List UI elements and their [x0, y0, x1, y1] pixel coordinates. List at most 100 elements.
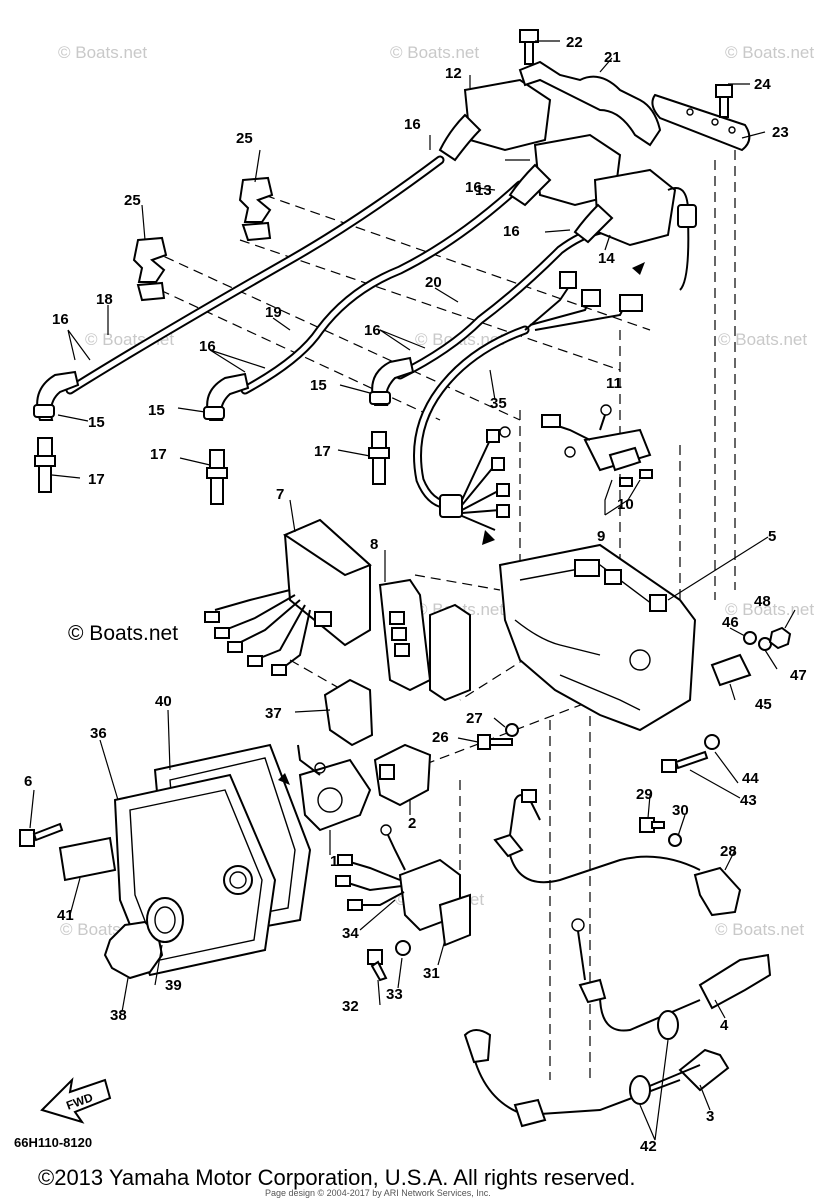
watermark-logo: © Boats.net: [68, 622, 178, 645]
electrical-box-5: [498, 543, 697, 732]
bracket-31: [438, 893, 471, 947]
washer-47: [758, 637, 772, 651]
callout-32: 32: [342, 998, 359, 1015]
washer-46: [743, 631, 757, 645]
callout-25b: 25: [124, 192, 141, 209]
watermark: © Boats.net: [718, 330, 807, 349]
callout-47: 47: [790, 667, 807, 684]
watermark: © Boats.net: [725, 43, 814, 62]
callout-18: 18: [96, 291, 113, 308]
callout-44: 44: [742, 770, 759, 787]
collar-30: [668, 833, 682, 847]
callout-37: 37: [265, 705, 282, 722]
callout-16e: 16: [199, 338, 216, 355]
callout-36: 36: [90, 725, 107, 742]
callout-48: 48: [754, 593, 771, 610]
callout-numbers: 1 2 3 4 5 6 7 8 9 10 11 12 13 14 15 15 1…: [24, 34, 807, 1155]
callout-40: 40: [155, 693, 172, 710]
callout-13: 13: [475, 182, 492, 199]
callout-3: 3: [706, 1108, 714, 1125]
callout-5: 5: [768, 528, 776, 545]
callout-15b: 15: [148, 402, 165, 419]
callout-46: 46: [722, 614, 739, 631]
callout-16f: 16: [364, 322, 381, 339]
callout-2: 2: [408, 815, 416, 832]
wire-harness-35: [413, 271, 643, 531]
callout-16a: 16: [404, 116, 421, 133]
callout-17b: 17: [150, 446, 167, 463]
callout-21: 21: [604, 49, 621, 66]
spark-plug-cap-1: [33, 370, 80, 421]
callout-34: 34: [342, 925, 359, 942]
lead-4: [571, 918, 772, 1032]
callout-16c: 16: [503, 223, 520, 240]
callout-29: 29: [636, 786, 653, 803]
callout-25a: 25: [236, 130, 253, 147]
bolt-6: [19, 822, 64, 847]
callout-9: 9: [597, 528, 605, 545]
assembly-guide-lines: [149, 150, 736, 1080]
callout-30: 30: [672, 802, 689, 819]
callout-14: 14: [598, 250, 615, 267]
callout-10: 10: [617, 496, 634, 513]
spark-plug-cap-3: [369, 356, 415, 406]
cap-38: [103, 920, 164, 980]
callout-33: 33: [386, 986, 403, 1003]
callout-43: 43: [740, 792, 757, 809]
connection-arrows: [278, 262, 645, 785]
collar-45: [710, 653, 752, 687]
callout-22: 22: [566, 34, 583, 51]
callout-31: 31: [423, 965, 440, 982]
rectifier-bracket-8: [378, 578, 471, 702]
callout-42: 42: [640, 1138, 657, 1155]
callout-4: 4: [720, 1017, 729, 1034]
fuse-10: [619, 469, 653, 487]
callout-19: 19: [265, 304, 282, 321]
callout-28: 28: [720, 843, 737, 860]
cdi-unit-7: [204, 518, 372, 676]
bolt-22: [519, 29, 539, 65]
callout-15c: 15: [310, 377, 327, 394]
callout-26: 26: [432, 729, 449, 746]
cable-clamp-25a: [238, 176, 274, 242]
spark-plug-2: [206, 449, 228, 505]
ignition-coil-14: [573, 168, 677, 247]
callout-7: 7: [276, 486, 284, 503]
spark-plug-cap-2: [203, 372, 250, 421]
washer-33: [395, 940, 411, 956]
callout-41: 41: [57, 907, 74, 924]
coil-connector: [677, 204, 697, 228]
washer-44: [704, 734, 720, 750]
callout-27: 27: [466, 710, 483, 727]
callout-39: 39: [165, 977, 182, 994]
watermark: © Boats.net: [390, 43, 479, 62]
callout-16d: 16: [52, 311, 69, 328]
spark-plug-1: [34, 437, 56, 493]
ignition-coil-12: [438, 78, 552, 162]
callout-8: 8: [370, 536, 378, 553]
callout-6: 6: [24, 773, 32, 790]
starter-relay-2: [373, 743, 432, 807]
bolt-43: [661, 750, 709, 773]
label-41: [58, 836, 117, 882]
page-design-credit: Page design © 2004-2017 by ARI Network S…: [265, 1188, 491, 1198]
bracket-37: [323, 678, 374, 747]
bolt-26: [477, 734, 513, 750]
callout-20: 20: [425, 274, 442, 291]
callout-17c: 17: [314, 443, 331, 460]
bolt-32: [367, 949, 388, 982]
callout-1: 1: [330, 853, 338, 870]
watermark: © Boats.net: [715, 920, 804, 939]
cable-clamp-25b: [132, 236, 168, 302]
sensor-lead-28: [493, 789, 742, 917]
cable-holder-21: [518, 60, 662, 147]
callout-12: 12: [445, 65, 462, 82]
main-switch-1: [297, 744, 372, 832]
oil-seal-39: [146, 897, 184, 943]
watermark: © Boats.net: [58, 43, 147, 62]
fuse-holder-9: [541, 404, 652, 472]
spark-plug-3: [368, 431, 390, 485]
callout-38: 38: [110, 1007, 127, 1024]
ground-plate-23: [651, 93, 751, 152]
